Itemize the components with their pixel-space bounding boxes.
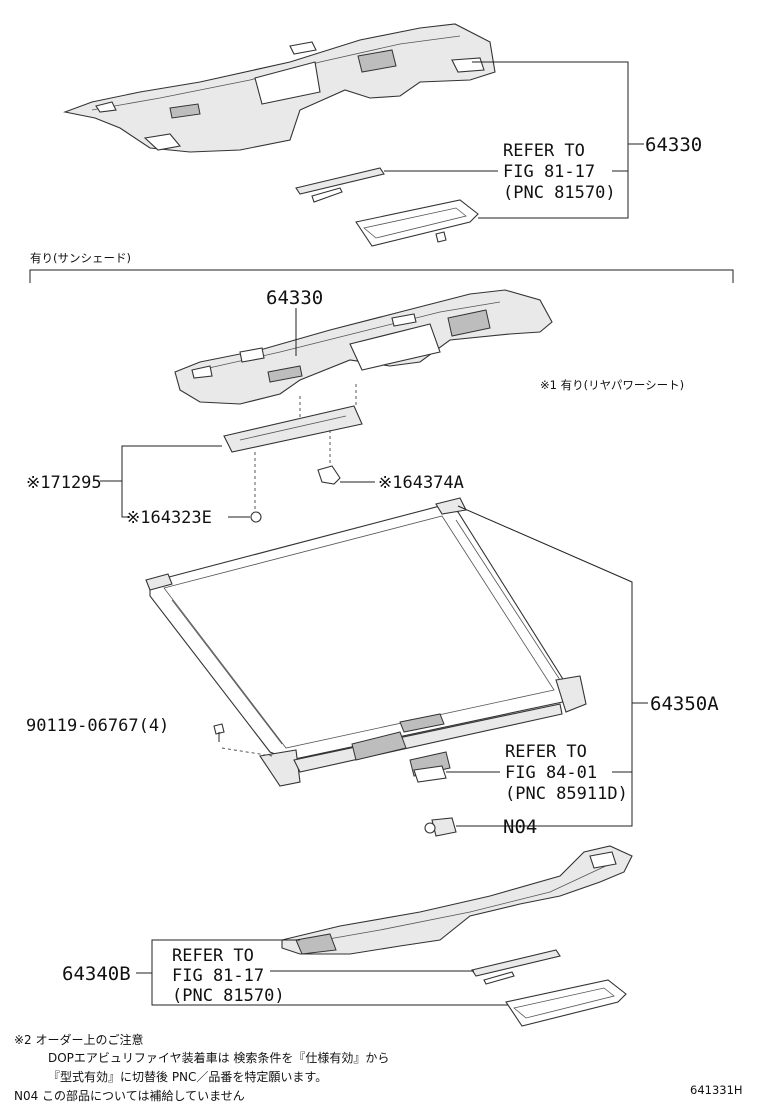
refer-mid-line3: (PNC 85911D): [505, 784, 628, 804]
leader-64350A: [456, 505, 633, 827]
refer-mid-line2: FIG 84-01: [505, 763, 597, 783]
refer-top-line1: REFER TO: [503, 141, 585, 161]
upper-trim-panel-mid: [174, 289, 553, 405]
refer-top-line3: (PNC 81570): [503, 183, 616, 203]
callout-64330-top: 64330: [645, 134, 702, 156]
refer-bottom-line3: (PNC 81570): [172, 986, 285, 1006]
note-line2: DOPエアビュリファイヤ装着車は 検索条件を『仕様有効』から: [48, 1050, 389, 1065]
refer-bottom-line2: FIG 81-17: [172, 966, 264, 986]
trim-panel-bottom: [281, 845, 633, 955]
section-label-sunshade: 有り(サンシェード): [30, 251, 131, 265]
sun-visor-rod-bottom: [471, 949, 561, 985]
figure-id: 641331H: [690, 1083, 743, 1097]
callout-71295: ※171295: [26, 473, 102, 493]
callout-64330-mid: 64330: [266, 287, 323, 309]
sunshade-assembly-64350A: [145, 497, 587, 787]
lamp-frame-bottom: [505, 979, 627, 1027]
screw-64323E: [250, 511, 262, 523]
callout-N04: N04: [503, 816, 537, 838]
lamp-frame-top: [355, 199, 479, 247]
part-N04: [424, 817, 457, 837]
note-line3: 『型式有効』に切替後 PNC／品番を特定願います。: [48, 1069, 327, 1084]
callout-64350A: 64350A: [650, 693, 719, 715]
note-line1: ※2 オーダー上のご注意: [14, 1032, 144, 1047]
refer-top-line2: FIG 81-17: [503, 162, 595, 182]
refer-mid-line1: REFER TO: [505, 742, 587, 762]
section-bracket: [29, 269, 734, 283]
bolt-90119-06767: [213, 723, 225, 742]
clip-64374A: [317, 465, 341, 485]
callout-64340B: 64340B: [62, 963, 131, 985]
sun-visor-rod-top: [295, 167, 385, 203]
sunshade-cover-71295: [223, 405, 363, 453]
upper-trim-panel-top: [62, 23, 496, 153]
callout-64323E: ※164323E: [126, 508, 212, 528]
refer-bottom-line1: REFER TO: [172, 946, 254, 966]
note-line4: N04 この部品については補給していません: [14, 1088, 245, 1103]
note-mark-1: ※1 有り(リヤパワーシート): [540, 378, 684, 392]
callout-bolt: 90119-06767(4): [26, 716, 169, 736]
callout-64374A: ※164374A: [378, 473, 464, 493]
